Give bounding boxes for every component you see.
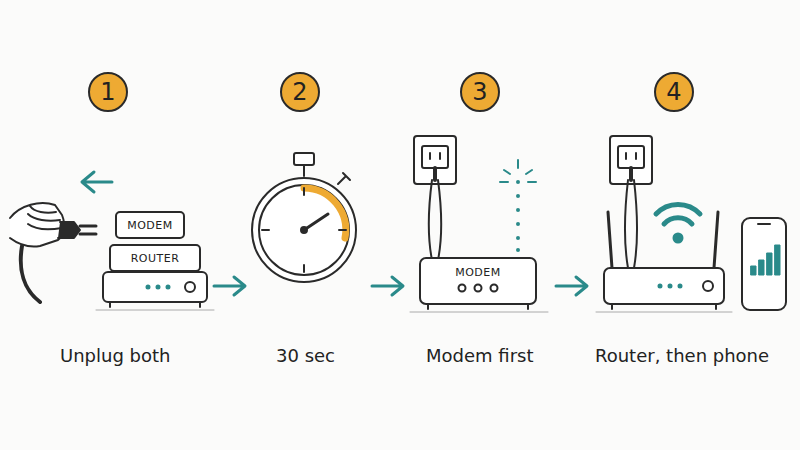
- step-number: 1: [88, 72, 128, 112]
- step-number: 4: [654, 72, 694, 112]
- callout-number: 1: [100, 78, 115, 106]
- device-label: MODEM: [127, 219, 173, 232]
- step-number: 3: [460, 72, 500, 112]
- device-label: ROUTER: [131, 252, 180, 265]
- modem-label: MODEM: [446, 263, 510, 282]
- signal-light: [500, 160, 536, 250]
- step-caption: Modem first: [426, 345, 533, 366]
- router-box: ROUTER: [109, 244, 201, 272]
- step-number: 2: [280, 72, 320, 112]
- outlet: [610, 136, 652, 268]
- phone: [742, 218, 786, 310]
- step-caption: Router, then phone: [595, 345, 769, 366]
- callout-number: 3: [472, 78, 487, 106]
- hand-plug: [10, 203, 96, 302]
- unplug-arrow: [82, 172, 112, 192]
- callout-number: 2: [292, 78, 307, 106]
- wifi-icon: [656, 204, 700, 241]
- callout-number: 4: [666, 78, 681, 106]
- step-caption: Unplug both: [60, 345, 170, 366]
- modem-body: [410, 258, 548, 312]
- device-label: MODEM: [455, 266, 501, 279]
- router-body: [596, 212, 732, 312]
- router-body: [96, 272, 214, 310]
- stopwatch: [252, 153, 356, 282]
- step-caption: 30 sec: [276, 345, 335, 366]
- modem-box: MODEM: [115, 211, 185, 239]
- outlet: [414, 136, 456, 260]
